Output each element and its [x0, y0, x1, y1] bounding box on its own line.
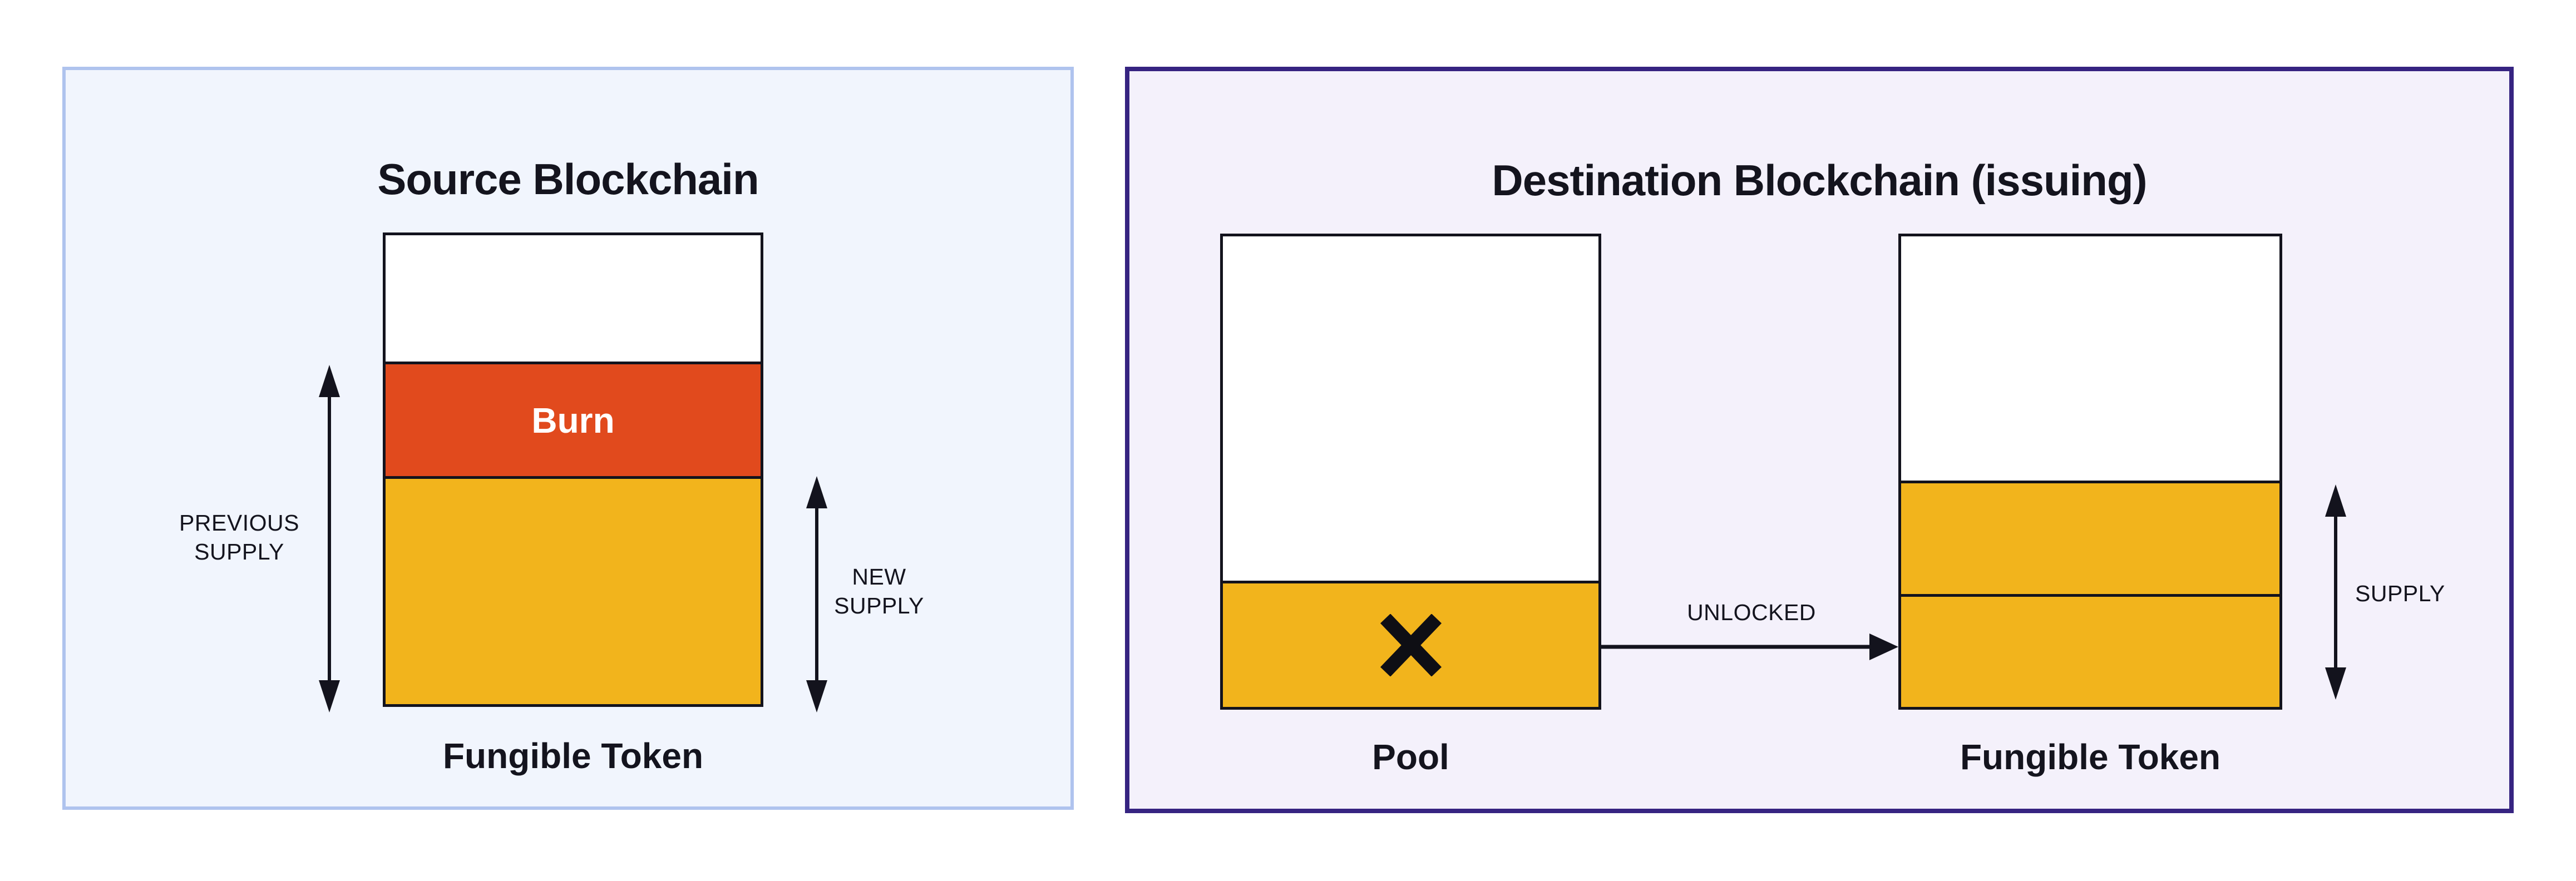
pool-bar-locked-segment	[1223, 583, 1598, 707]
destination-bar-supply-segment	[1901, 597, 2279, 707]
source-token-bar: Burn	[383, 232, 763, 707]
supply-arrow-icon	[2323, 484, 2348, 700]
source-token-bar-label: Fungible Token	[442, 736, 704, 776]
burn-label: Burn	[531, 400, 615, 441]
pool-bar	[1220, 234, 1601, 710]
source-bar-supply-segment	[386, 479, 761, 704]
previous-supply-label: PREVIOUS SUPPLY	[179, 510, 299, 565]
destination-bar-unissued-segment	[1901, 236, 2279, 483]
burned-cross-icon	[1380, 614, 1442, 676]
new-supply-label: NEW SUPPLY	[834, 564, 924, 618]
unlocked-arrow-icon	[1601, 630, 1898, 664]
source-blockchain-panel: Source Blockchain Burn PREVIOUS SUPPLY	[62, 67, 1074, 810]
pool-bar-label: Pool	[1372, 737, 1449, 777]
previous-supply-arrow-icon	[317, 365, 342, 712]
destination-blockchain-panel: Destination Blockchain (issuing) Pool UN…	[1125, 67, 2514, 813]
destination-bar-unlocked-segment	[1901, 483, 2279, 597]
destination-token-bar	[1898, 234, 2282, 710]
new-supply-arrow-icon	[805, 476, 829, 712]
source-bar-unissued-segment	[386, 235, 761, 364]
destination-panel-title: Destination Blockchain (issuing)	[1492, 155, 2147, 205]
source-bar-burn-segment: Burn	[386, 364, 761, 479]
source-panel-title: Source Blockchain	[377, 154, 759, 204]
destination-token-bar-label: Fungible Token	[1960, 737, 2221, 777]
unlocked-label: UNLOCKED	[1687, 600, 1816, 625]
pool-bar-empty-segment	[1223, 236, 1598, 583]
supply-label: SUPPLY	[2355, 581, 2445, 606]
